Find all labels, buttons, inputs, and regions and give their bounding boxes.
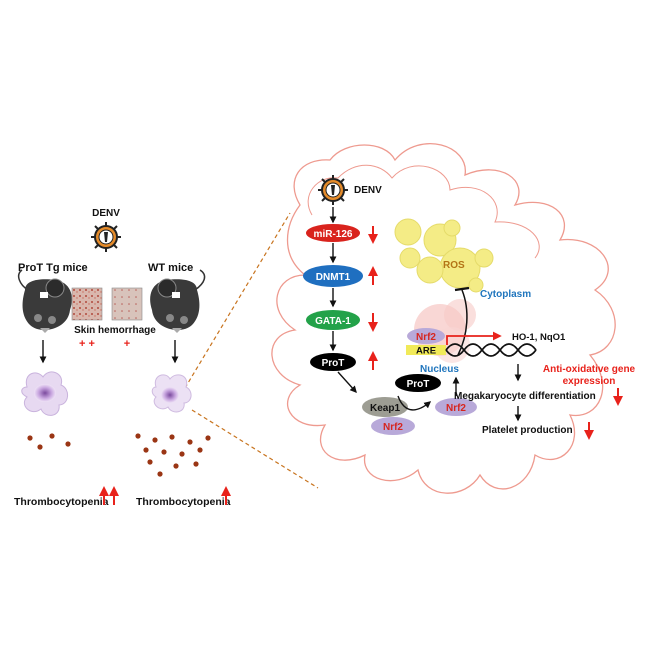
megakaryocyte-wt-icon [151, 374, 192, 413]
zoom-line-top [184, 212, 291, 389]
skin-hemorrhage-label: Skin hemorrhage [74, 325, 156, 336]
transcription-arrow [446, 331, 502, 345]
nucleus-label: Nucleus [420, 364, 459, 375]
nrf2-bound-label: Nrf2 [383, 422, 403, 433]
zoom-line-bottom [191, 409, 319, 489]
gata1-node [306, 310, 360, 330]
mega-label: Megakaryocyte differentiation [454, 391, 596, 402]
ros-label: ROS [443, 260, 465, 271]
thrombo-tg-label: Thrombocytopenia [14, 496, 109, 508]
right-virus-label: DENV [354, 185, 382, 196]
mir126-label: miR-126 [314, 229, 353, 240]
platelet-label: Platelet production [482, 425, 573, 436]
right-virus-icon [318, 175, 348, 205]
cell-outline [271, 143, 616, 494]
cytoplasm-label: Cytoplasm [480, 289, 531, 300]
thrombo-wt-label: Thrombocytopenia [136, 496, 231, 508]
nrf2-nucleus-label: Nrf2 [416, 332, 436, 343]
platelets-wt [135, 433, 211, 477]
prot-tg-mouse-icon [17, 269, 72, 333]
wt-mouse-icon [150, 269, 206, 333]
ros-bubbles [394, 218, 494, 293]
dnmt1-node [303, 265, 363, 287]
nrf2-free-node [435, 398, 477, 416]
release-curved-arrow [397, 395, 432, 411]
keap1-node [362, 397, 408, 417]
thrombo-tg-up-arrows [99, 486, 119, 505]
antiox-label-line1: Anti-oxidative gene [543, 364, 636, 375]
skin-photo-wt [111, 287, 143, 321]
left-virus-icon [91, 222, 121, 252]
mouse-right-label: WT mice [148, 262, 193, 274]
are-label: ARE [416, 346, 436, 357]
nrf2-bound-node [371, 417, 415, 435]
prot-free-node [395, 374, 441, 392]
are-box [406, 345, 446, 355]
dnmt1-label: DNMT1 [316, 272, 351, 283]
cell-outline-inner [307, 164, 540, 259]
gata1-label: GATA-1 [315, 316, 351, 327]
ros-inhibition-bar [454, 286, 470, 292]
prot-label: ProT [322, 358, 345, 369]
keap1-label: Keap1 [370, 403, 400, 414]
arrow-prot-to-keap1 [337, 371, 357, 394]
skin-score-wt: + [124, 338, 130, 350]
platelets-tg [27, 433, 71, 450]
ros-inhibition-line [457, 289, 468, 356]
skin-score-tg: + + [79, 338, 95, 350]
ho1-label: HO-1, NqO1 [512, 332, 566, 343]
mir126-node [306, 224, 360, 242]
prot-free-label: ProT [407, 379, 430, 390]
antiox-label-line2: expression [563, 376, 616, 387]
megakaryocyte-tg-icon [21, 371, 68, 416]
nrf2-free-label: Nrf2 [446, 403, 466, 414]
mouse-left-label: ProT Tg mice [18, 262, 88, 274]
dna-helix-icon [445, 343, 537, 357]
skin-photo-tg [71, 287, 103, 321]
nrf2-nucleus-node [407, 328, 445, 344]
left-virus-label: DENV [92, 208, 120, 219]
prot-node [310, 353, 356, 371]
